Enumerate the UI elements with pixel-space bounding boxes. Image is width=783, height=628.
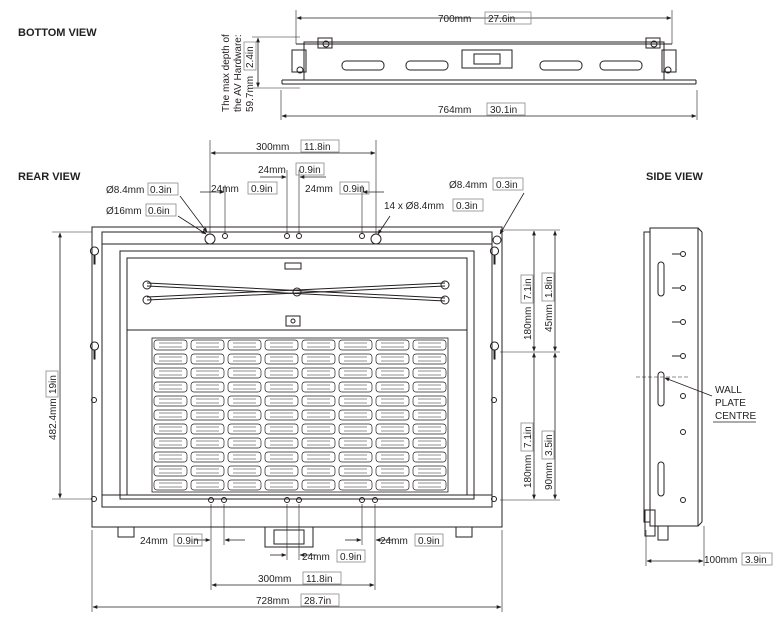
dim-right-90: 90mm 3.5in [541, 430, 555, 490]
dim-height-left-in: 19in [48, 375, 59, 394]
dim-holes-14-in: 0.3in [456, 201, 478, 212]
dim-holes-14-mm: 14 x Ø8.4mm [384, 201, 444, 212]
dim-width-728-mm: 728mm [256, 596, 289, 607]
dim-bottom-24-left-in: 0.9in [177, 536, 199, 547]
dim-height-left-mm: 482.4mm [48, 398, 59, 440]
dim-bottom-24-left-mm: 24mm [140, 536, 168, 547]
dim-700-in: 27.6in [488, 14, 515, 25]
dim-right-45: 45mm 1.8in [541, 272, 555, 332]
dim-hole-84-right-mm: Ø8.4mm [449, 180, 487, 191]
wall-plate-line2: PLATE [715, 398, 746, 409]
dim-hole-84-left-in: 0.3in [150, 185, 172, 196]
dim-bottom-24-right-mm: 24mm [380, 536, 408, 547]
dim-top-24-right-mm: 24mm [305, 184, 333, 195]
dim-right-180-bottom: 180mm 7.1in [520, 422, 534, 488]
depth-note-in: 2.4in [245, 46, 256, 68]
rear-view-title: REAR VIEW [18, 171, 81, 183]
dim-hole-16-mm: Ø16mm [106, 206, 142, 217]
wall-plate-line3: CENTRE [715, 411, 756, 422]
dim-bottom-24-center-mm: 24mm [302, 552, 330, 563]
dim-right-180-top-in: 7.1in [523, 278, 534, 300]
dim-top-24-center-in: 0.9in [299, 165, 321, 176]
dim-right-90-mm: 90mm [544, 462, 555, 490]
bottom-view-drawing [252, 10, 698, 120]
dim-right-180-bottom-mm: 180mm [523, 455, 534, 488]
dim-top-24-left-mm: 24mm [211, 184, 239, 195]
dim-bottom-24-center-in: 0.9in [340, 552, 362, 563]
dim-bottom-24-right-in: 0.9in [418, 536, 440, 547]
dim-top-24-center-mm: 24mm [258, 165, 286, 176]
dim-right-180-bottom-in: 7.1in [523, 426, 534, 448]
dim-right-45-in: 1.8in [544, 276, 555, 298]
dim-hole-84-right-in: 0.3in [496, 180, 518, 191]
dim-top-300-mm: 300mm [256, 142, 289, 153]
dim-height-left: 482.4mm 19in [45, 370, 59, 440]
dim-764-in: 30.1in [490, 105, 517, 116]
side-view-drawing [636, 227, 713, 566]
bottom-view-title: BOTTOM VIEW [18, 27, 97, 39]
dim-hole-84-left-mm: Ø8.4mm [106, 185, 144, 196]
dim-top-24-right-in: 0.9in [343, 184, 365, 195]
rear-view-drawing [52, 140, 560, 612]
dim-top-24-left-in: 0.9in [251, 184, 273, 195]
dim-hole-16-in: 0.6in [148, 206, 170, 217]
depth-note-line2: the AV Hardware: [233, 34, 244, 112]
dim-bottom-300-in: 11.8in [306, 574, 333, 585]
depth-note-mm: 59.7mm [245, 76, 256, 112]
depth-note: The max depth of the AV Hardware: 59.7mm… [221, 34, 257, 112]
dim-right-45-mm: 45mm [544, 304, 555, 332]
dim-side-100-mm: 100mm [704, 555, 737, 566]
dim-side-100-in: 3.9in [745, 555, 767, 566]
dim-width-728-in: 28.7in [304, 596, 331, 607]
side-view-title: SIDE VIEW [646, 171, 703, 183]
dim-right-180-top-mm: 180mm [523, 307, 534, 340]
dim-right-90-in: 3.5in [544, 434, 555, 456]
dim-700-mm: 700mm [438, 14, 471, 25]
dim-764-mm: 764mm [438, 105, 471, 116]
depth-note-line1: The max depth of [221, 34, 232, 112]
dim-top-300-in: 11.8in [304, 142, 331, 153]
dim-bottom-300-mm: 300mm [258, 574, 291, 585]
dim-right-180-top: 180mm 7.1in [520, 274, 534, 340]
wall-plate-line1: WALL [715, 385, 742, 396]
